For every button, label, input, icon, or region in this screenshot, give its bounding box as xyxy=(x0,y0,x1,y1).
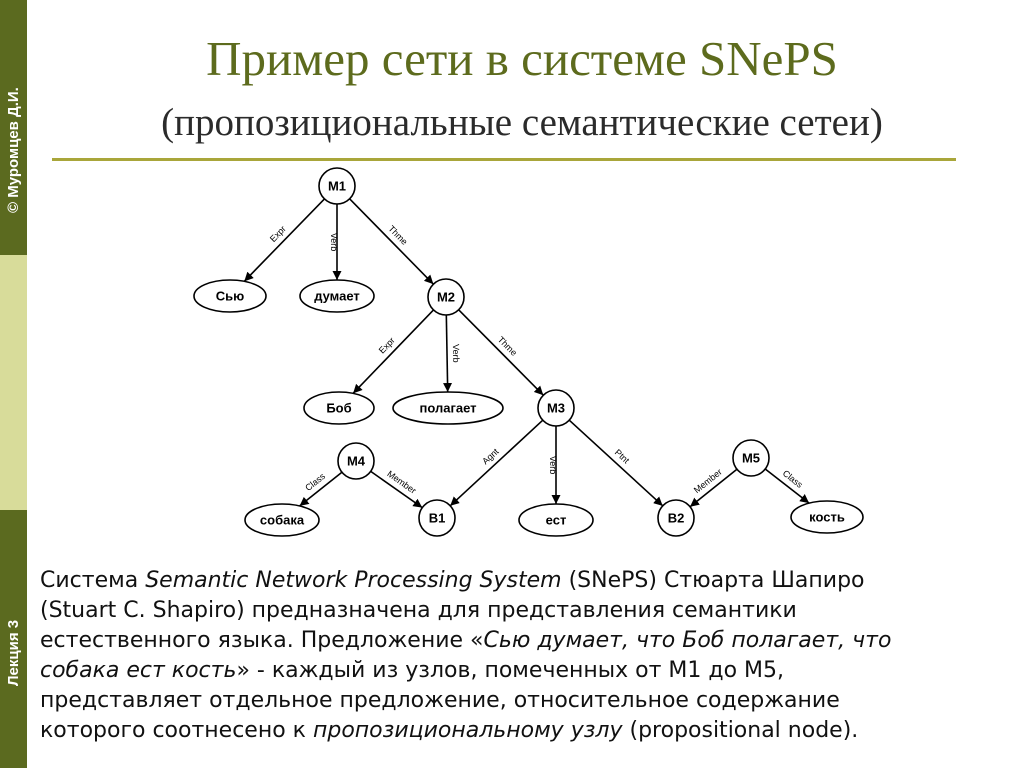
node-label: M1 xyxy=(328,179,346,194)
description-line: собака ест кость» - каждый из узлов, пом… xyxy=(40,656,1010,686)
edge-label: Agnt xyxy=(480,446,501,466)
edge-m4-b1 xyxy=(370,470,423,509)
description-line: естественного языка. Предложение «Сью ду… xyxy=(40,626,1010,656)
edge-label: Expr xyxy=(268,224,288,244)
node-circle xyxy=(657,499,695,537)
node-bob: Боб xyxy=(303,391,375,425)
text-run: (propositional node). xyxy=(622,718,859,743)
edge-label: Verb xyxy=(329,233,339,252)
edge-label: Class xyxy=(781,468,805,490)
edge-label: Verb xyxy=(451,344,461,363)
slide-title: Пример сети в системе SNePS xyxy=(206,31,838,86)
node-ellipse xyxy=(392,391,504,425)
node-kost: кость xyxy=(790,500,864,534)
description-line: (Stuart C. Shapiro) предназначена для пр… xyxy=(40,596,1010,626)
node-polagaet: полагает xyxy=(392,391,504,425)
edge-m1-syu xyxy=(243,198,326,282)
edge-m3-b1 xyxy=(449,419,544,507)
description-line: которого соотнесено к пропозициональному… xyxy=(40,716,1010,746)
edge-label: Expr xyxy=(377,335,397,355)
node-b2: B2 xyxy=(657,499,695,537)
node-syu: Сью xyxy=(193,279,267,313)
text-run: представляет отдельное предложение, отно… xyxy=(40,688,840,713)
node-ellipse xyxy=(303,391,375,425)
node-label: M3 xyxy=(547,401,565,416)
node-label: собака xyxy=(260,513,305,528)
description-line: Система Semantic Network Processing Syst… xyxy=(40,566,1010,596)
propositional-node-term-italic: пропозициональному узлу xyxy=(312,718,623,743)
edge-m2-m3 xyxy=(458,309,544,396)
edge-m2-bob xyxy=(352,309,435,394)
edge-label: Member xyxy=(385,469,418,496)
node-ellipse xyxy=(244,503,320,537)
text-run: » - каждый из узлов, помеченных от M1 до… xyxy=(236,658,784,683)
lecture-label: Лекция 3 xyxy=(5,619,22,686)
node-m1: M1 xyxy=(318,167,356,205)
description-paragraph: Система Semantic Network Processing Syst… xyxy=(40,566,1010,746)
node-label: M4 xyxy=(347,454,366,469)
node-ellipse xyxy=(193,279,267,313)
text-run: Система xyxy=(40,568,146,593)
node-m5: M5 xyxy=(732,439,770,477)
text-run: естественного языка. Предложение « xyxy=(40,628,484,653)
edge-label: Thme xyxy=(386,223,409,246)
node-sobaka: собака xyxy=(244,503,320,537)
node-label: кость xyxy=(809,510,845,525)
node-label: M2 xyxy=(437,290,455,305)
node-circle xyxy=(337,442,375,480)
node-circle xyxy=(418,499,456,537)
edge-m4-sobaka xyxy=(299,471,343,507)
node-est: ест xyxy=(518,503,594,537)
node-m4: M4 xyxy=(337,442,375,480)
node-label: ест xyxy=(546,513,567,528)
node-label: думает xyxy=(314,289,360,304)
node-label: полагает xyxy=(419,401,476,416)
edge-m1-m2 xyxy=(349,198,434,285)
node-label: Боб xyxy=(326,401,351,416)
edge-m5-b2 xyxy=(689,468,738,508)
edge-label: Member xyxy=(692,467,724,495)
edge-m5-kost xyxy=(764,468,810,504)
sidebar-top-band xyxy=(0,0,27,255)
sidebar-bottom-band xyxy=(0,510,27,768)
edge-label: Class xyxy=(303,471,327,493)
title-divider xyxy=(52,158,956,161)
system-name-italic: Semantic Network Processing System xyxy=(145,568,562,593)
text-run: которого соотнесено к xyxy=(40,718,313,743)
edge-m3-b2 xyxy=(568,419,664,507)
node-ellipse xyxy=(790,500,864,534)
node-m2: M2 xyxy=(427,278,465,316)
edge-label: Verb xyxy=(548,456,558,475)
node-label: B1 xyxy=(429,511,446,526)
text-run: (SNePS) Стюарта Шапиро xyxy=(561,568,865,593)
example-sentence-italic: Сью думает, что Боб полагает, что xyxy=(483,628,892,653)
node-circle xyxy=(318,167,356,205)
node-ellipse xyxy=(518,503,594,537)
description-line: представляет отдельное предложение, отно… xyxy=(40,686,1010,716)
node-circle xyxy=(732,439,770,477)
sidebar-middle-band xyxy=(0,255,27,510)
example-sentence-italic: собака ест кость xyxy=(40,658,237,683)
node-label: B2 xyxy=(668,511,685,526)
text-run: (Stuart C. Shapiro) предназначена для пр… xyxy=(40,598,797,623)
node-circle xyxy=(427,278,465,316)
edge-m2-polagaet xyxy=(443,314,453,393)
slide-subtitle: (пропозициональные семантические сетеи) xyxy=(161,101,883,144)
node-ellipse xyxy=(299,279,375,313)
node-b1: B1 xyxy=(418,499,456,537)
node-circle xyxy=(537,389,575,427)
node-label: M5 xyxy=(742,451,760,466)
edge-label: Thme xyxy=(496,334,519,357)
node-m3: M3 xyxy=(537,389,575,427)
node-label: Сью xyxy=(216,289,244,304)
node-dumaet: думает xyxy=(299,279,375,313)
